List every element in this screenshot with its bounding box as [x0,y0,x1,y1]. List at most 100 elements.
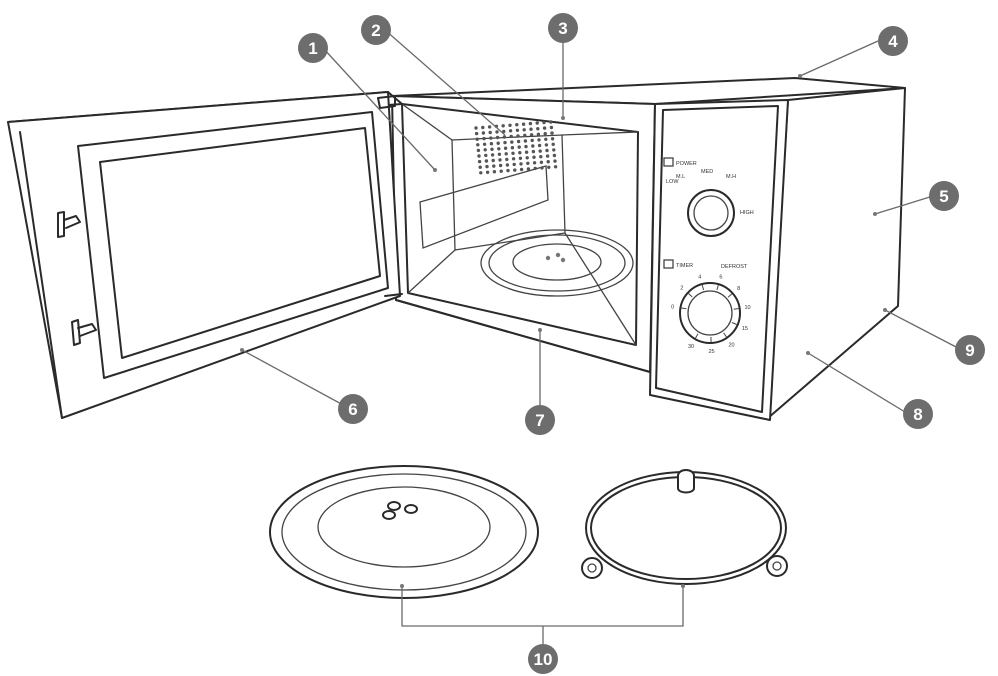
vent-hole [478,165,482,169]
vent-hole [524,150,529,154]
timer-mark-label: 8 [737,286,740,292]
vent-hole [503,146,508,150]
power-label: POWER [676,161,697,167]
vent-hole [489,136,493,140]
svg-text:7: 7 [535,411,544,430]
vent-hole [505,163,510,167]
vent-hole [552,153,557,158]
timer-tick [716,285,719,291]
power-knob[interactable] [687,189,735,237]
vent-hole [523,139,528,143]
vent-hole [477,154,481,158]
timer-tick [688,293,693,298]
vent-hole [545,148,549,153]
vent-hole [485,164,489,169]
vent-hole [549,120,553,124]
inner-turntable [480,229,634,297]
door-latch-top [57,211,81,238]
vent-hole [532,161,537,165]
vent-hole [510,146,515,150]
vent-hole [498,158,502,162]
vent-hole [495,130,499,134]
vent-hole [524,144,528,149]
vent-hole [488,130,492,135]
svg-text:5: 5 [939,187,948,206]
vent-hole [544,137,548,141]
vent-hole [482,136,486,141]
svg-text:4: 4 [888,32,898,51]
vent-hole [532,155,536,159]
vent-hole [498,163,503,168]
vent-hole [499,169,503,173]
vent-hole [526,161,530,165]
vent-hole [551,142,555,146]
vent-hole [550,131,554,135]
callout-9: 9 [955,335,985,365]
callout-2: 2 [361,15,391,45]
vent-hole [537,143,542,148]
vent-hole [546,160,550,164]
vent-hole [536,132,541,136]
vent-hole [518,156,523,160]
timer-label: TIMER [676,263,693,269]
vent-hole [547,165,551,169]
callout-1: 1 [298,33,328,63]
defrost-label: DEFROST [721,264,748,270]
timer-tick [723,332,727,338]
timer-tick [701,284,705,291]
vent-hole [497,152,502,156]
vent-hole [512,162,516,167]
vent-hole [553,159,557,163]
power-level-high: HIGH [740,210,754,216]
vent-hole [538,149,542,153]
svg-text:10: 10 [534,650,553,669]
vent-hole [515,123,519,127]
callout-5: 5 [929,181,959,211]
vent-hole [523,133,527,137]
vent-hole [535,121,539,125]
vent-hole [496,141,500,145]
vent-hole [522,128,526,132]
vent-hole [552,148,556,152]
vent-hole [474,126,478,130]
callout-8: 8 [903,399,933,429]
glass-tray [269,465,539,599]
vent-hole [537,138,541,142]
vent-hole [484,153,488,158]
vent-hole [531,149,536,154]
vent-hole [531,144,535,148]
power-level-med: MED [701,169,713,175]
power-level-ml: M.L [676,174,685,180]
roller-ring [581,469,788,585]
vent-hole [542,126,547,130]
timer-mark-label: 10 [744,305,750,311]
oven-cavity [401,103,639,346]
vent-hole [481,125,485,130]
vent-hole [539,160,544,164]
svg-text:3: 3 [558,19,567,38]
callout-4: 4 [878,26,908,56]
vent-hole [503,140,507,145]
vent-hole [479,171,483,175]
timer-tick [681,307,687,310]
timer-mark-label: 20 [728,342,734,348]
vent-hole [516,139,521,144]
svg-text:6: 6 [348,400,357,419]
vent-hole [497,147,501,151]
vent-hole [518,151,522,155]
door-latch-bottom [71,319,97,346]
callout-10: 10 [528,644,558,674]
vent-hole [516,134,520,138]
power-level-low: LOW [666,179,679,185]
callout-7: 7 [525,405,555,435]
vent-hole [505,157,509,162]
vent-hole [530,138,534,143]
vent-hole [542,120,546,125]
vent-hole [544,143,549,147]
door [7,91,403,419]
vent-hole [511,151,515,155]
timer-mark-label: 6 [719,275,722,281]
